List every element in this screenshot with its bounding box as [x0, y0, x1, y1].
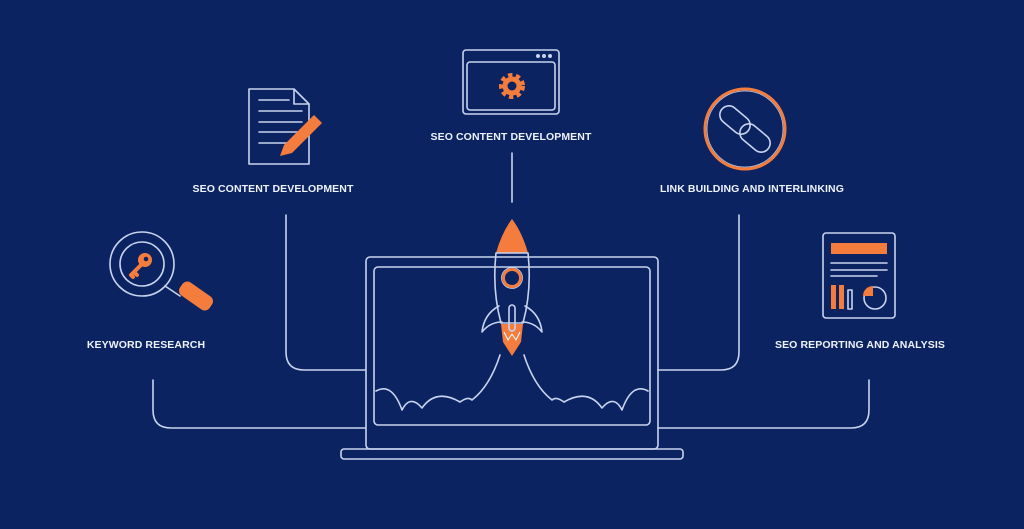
magnifier-key-icon — [109, 231, 213, 311]
browser-gear-icon — [462, 49, 560, 115]
connector-reporting — [657, 379, 870, 429]
document-pencil-icon — [248, 88, 322, 165]
label-link-building: LINK BUILDING AND INTERLINKING — [660, 183, 844, 195]
label-seo-reporting: SEO REPORTING AND ANALYSIS — [775, 339, 945, 351]
report-chart-icon — [822, 232, 896, 319]
rocket-icon — [481, 219, 543, 356]
laptop-icon — [340, 256, 684, 460]
label-seo-content-development-left: SEO CONTENT DEVELOPMENT — [193, 183, 354, 195]
chain-link-icon — [703, 87, 787, 171]
connector-link-building — [657, 214, 740, 371]
connector-content-left — [285, 214, 366, 371]
smoke-clouds — [375, 354, 649, 411]
label-seo-content-development-top: SEO CONTENT DEVELOPMENT — [431, 131, 592, 143]
connector-keyword-research — [152, 379, 366, 429]
connector-lines — [152, 152, 870, 429]
label-keyword-research: KEYWORD RESEARCH — [87, 339, 205, 351]
